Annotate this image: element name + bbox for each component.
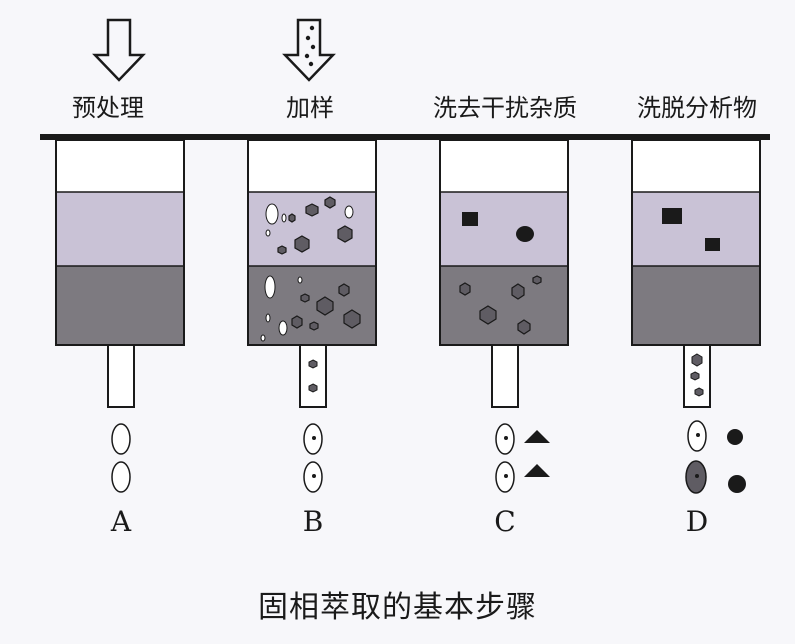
drop (111, 461, 131, 493)
column-letter-a: A (110, 505, 132, 538)
upper-sorbent-bed (57, 192, 183, 266)
column-letter-c: C (494, 505, 516, 538)
figure-caption: 固相萃取的基本步骤 (258, 590, 537, 625)
outlet-tip (299, 344, 327, 408)
column-d (631, 139, 761, 494)
lower-sorbent-bed (57, 266, 183, 344)
column-a (55, 139, 185, 493)
arrow-sample-dots (304, 25, 316, 67)
analyte-hexagons (459, 275, 542, 335)
eluted-analyte-dot (727, 429, 743, 445)
drop (111, 423, 131, 455)
upper-sorbent-bed (441, 192, 567, 266)
sample-input-arrow-icon (282, 18, 336, 82)
interference-triangle-icon (524, 430, 550, 443)
step-label-b: 加样 (286, 94, 334, 122)
interference-triangle-icon (524, 464, 550, 477)
upper-sorbent-bed (249, 192, 375, 266)
input-arrow-icon (92, 18, 146, 82)
retained-square (662, 208, 682, 224)
step-label-a: 预处理 (72, 94, 144, 122)
impurity-ellipses (260, 203, 354, 342)
retained-square (462, 212, 478, 226)
lower-sorbent-bed (633, 266, 759, 344)
step-label-c: 洗去干扰杂质 (433, 94, 577, 122)
step-label-d: 洗脱分析物 (637, 94, 757, 122)
column-c (439, 139, 569, 493)
outlet-particles (690, 353, 704, 397)
top-separator-line (40, 134, 770, 140)
lower-sorbent-bed (441, 266, 567, 344)
retained-square (705, 238, 720, 251)
outlet-tip (107, 344, 135, 408)
outlet-tip (491, 344, 519, 408)
eluted-analyte-dot (728, 475, 746, 493)
analyte-hexagons (277, 196, 361, 331)
column-letter-b: B (302, 505, 324, 538)
retained-dot (516, 226, 534, 242)
column-b (247, 139, 377, 493)
upper-sorbent-bed (633, 192, 759, 266)
column-letter-d: D (685, 505, 709, 538)
outlet-particles (308, 359, 318, 393)
